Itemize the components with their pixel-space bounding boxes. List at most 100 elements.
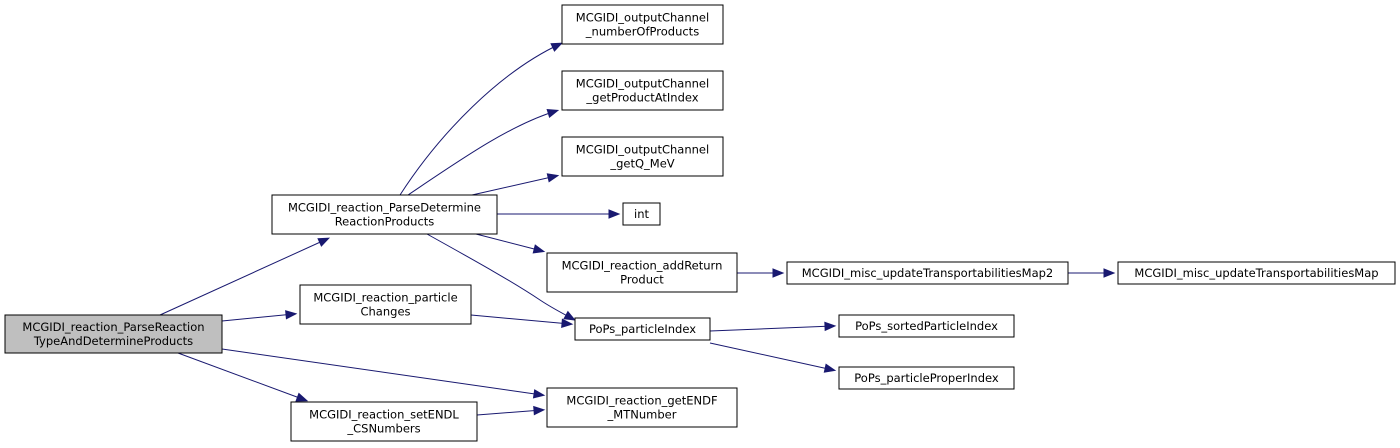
arrowhead-icon <box>563 310 576 321</box>
edge-addReturn-to-map2 <box>737 268 785 278</box>
arrowhead-icon <box>546 108 560 119</box>
node-properIndex[interactable]: PoPs_particleProperIndex <box>838 366 1015 390</box>
arrowhead-icon <box>561 318 574 328</box>
node-label: Product <box>620 273 664 287</box>
edge-parseDetermine-to-addReturn <box>475 233 546 254</box>
node-label: MCGIDI_reaction_ParseReaction <box>22 320 204 334</box>
node-getQ[interactable]: MCGIDI_outputChannel_getQ_MeV <box>561 136 724 177</box>
arrowhead-icon <box>533 405 546 416</box>
arrowhead-icon <box>317 237 331 247</box>
node-label: int <box>634 207 649 221</box>
node-label: PoPs_particleIndex <box>589 322 696 336</box>
node-label: MCGIDI_reaction_ParseDetermine <box>288 201 481 215</box>
arrowhead-icon <box>532 244 546 254</box>
edge-line <box>221 348 543 396</box>
node-map2[interactable]: MCGIDI_misc_updateTransportabilitiesMap2 <box>786 261 1069 285</box>
node-label: _CSNumbers <box>346 422 420 436</box>
node-label: MCGIDI_reaction_addReturn <box>562 259 723 273</box>
edge-line <box>399 43 561 196</box>
node-box <box>786 261 1069 285</box>
node-label: MCGIDI_misc_updateTransportabilitiesMap2 <box>802 266 1053 280</box>
edge-line <box>159 238 328 316</box>
arrowhead-icon <box>285 310 298 320</box>
arrowhead-icon <box>824 321 837 332</box>
node-label: MCGIDI_outputChannel <box>576 77 709 91</box>
arrowhead-icon <box>295 392 309 402</box>
node-label: MCGIDI_outputChannel <box>576 11 709 25</box>
node-particleIndex[interactable]: PoPs_particleIndex <box>574 317 711 341</box>
edge-particleChanges-to-particleIndex <box>470 314 574 328</box>
arrowhead-icon <box>772 268 785 278</box>
node-label: _numberOfProducts <box>585 25 699 39</box>
call-graph-nodes: MCGIDI_reaction_ParseReactionTypeAndDete… <box>4 4 1396 442</box>
arrowhead-icon <box>550 42 564 52</box>
node-getProduct[interactable]: MCGIDI_outputChannel_getProductAtIndex <box>561 70 724 111</box>
edge-line <box>476 409 543 416</box>
node-root[interactable]: MCGIDI_reaction_ParseReactionTypeAndDete… <box>4 314 223 354</box>
node-numProducts[interactable]: MCGIDI_outputChannel_numberOfProducts <box>561 4 724 45</box>
node-label: _MTNumber <box>607 408 677 422</box>
node-box <box>561 4 724 45</box>
node-box <box>838 314 1015 338</box>
node-box <box>574 317 711 341</box>
call-graph-edges <box>159 42 1116 416</box>
edge-line <box>709 342 834 371</box>
edge-line <box>475 233 543 252</box>
edge-line <box>470 314 571 325</box>
edge-root-to-particleChanges <box>221 310 298 322</box>
node-sortedIndex[interactable]: PoPs_sortedParticleIndex <box>838 314 1015 338</box>
edge-particleIndex-to-properIndex <box>709 342 837 373</box>
edge-parseDetermine-to-numProducts <box>399 42 564 196</box>
node-box <box>271 194 498 235</box>
node-label: MCGIDI_misc_updateTransportabilitiesMap <box>1134 266 1378 280</box>
node-label: ReactionProducts <box>335 215 435 229</box>
edge-line <box>426 233 574 320</box>
edge-parseDetermine-to-getQ <box>471 173 560 196</box>
edge-parseDetermine-to-particleIndex <box>426 233 576 321</box>
edge-parseDetermine-to-getProduct <box>407 108 560 196</box>
arrowhead-icon <box>532 389 546 399</box>
edge-root-to-parseDetermine <box>159 237 331 316</box>
node-box <box>546 252 738 293</box>
node-box <box>4 314 223 354</box>
node-box <box>1117 261 1396 285</box>
edge-particleIndex-to-sortedIndex <box>709 321 837 332</box>
node-box <box>290 401 478 442</box>
node-box <box>838 366 1015 390</box>
arrowhead-icon <box>608 209 621 219</box>
node-box <box>622 202 661 226</box>
node-int[interactable]: int <box>622 202 661 226</box>
node-label: PoPs_particleProperIndex <box>854 371 999 385</box>
node-label: MCGIDI_reaction_setENDL <box>309 408 459 422</box>
edge-line <box>407 110 557 196</box>
node-label: Changes <box>360 305 410 319</box>
node-label: _getQ_MeV <box>609 157 674 171</box>
arrowhead-icon <box>546 173 560 183</box>
arrowhead-icon <box>823 363 837 373</box>
node-getENDF[interactable]: MCGIDI_reaction_getENDF_MTNumber <box>546 387 738 428</box>
node-label: PoPs_sortedParticleIndex <box>855 319 998 333</box>
node-box <box>561 136 724 177</box>
edge-root-to-setENDL <box>177 352 309 402</box>
arrowhead-icon <box>1103 268 1116 278</box>
node-box <box>299 284 472 325</box>
node-box <box>546 387 738 428</box>
node-label: _getProductAtIndex <box>585 91 698 105</box>
node-label: TypeAndDetermineProducts <box>33 334 193 348</box>
edge-line <box>221 313 295 322</box>
node-map[interactable]: MCGIDI_misc_updateTransportabilitiesMap <box>1117 261 1396 285</box>
edge-map2-to-map <box>1068 268 1116 278</box>
node-label: MCGIDI_outputChannel <box>576 143 709 157</box>
node-setENDL[interactable]: MCGIDI_reaction_setENDL_CSNumbers <box>290 401 478 442</box>
node-label: MCGIDI_reaction_getENDF <box>566 394 717 408</box>
edge-line <box>177 352 306 401</box>
node-parseDetermine[interactable]: MCGIDI_reaction_ParseDetermineReactionPr… <box>271 194 498 235</box>
node-label: MCGIDI_reaction_particle <box>313 291 457 305</box>
edge-line <box>471 175 557 196</box>
edge-parseDetermine-to-int <box>497 209 621 219</box>
edge-root-to-getENDF <box>221 348 546 399</box>
edge-line <box>709 325 834 332</box>
